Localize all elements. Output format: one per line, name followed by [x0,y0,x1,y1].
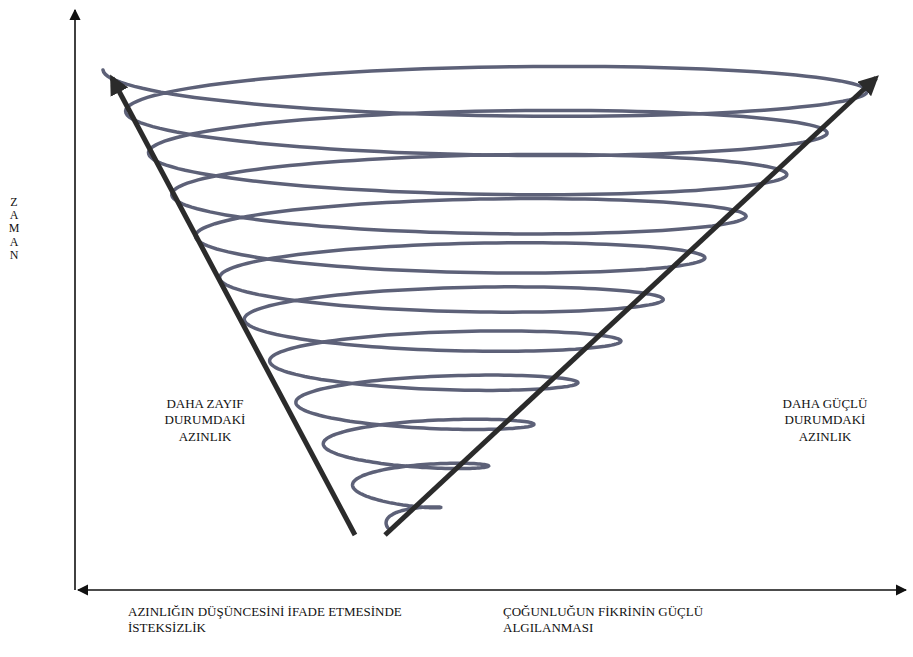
time-axis [74,10,76,590]
axis-caption: AZINLIĞIN DÜŞÜNCESİNİ İFADE ETMESİNDE İS… [128,604,403,637]
axis-title: ZAMAN [8,196,20,262]
spiral-curve [103,66,867,528]
cone-arrow [385,78,876,535]
side-label: DAHA ZAYIF DURUMDAKİ AZINLIK [140,396,270,445]
axis-caption: ÇOĞUNLUĞUN FİKRİNİN GÜÇLÜ ALGILANMASI [503,604,773,637]
cone-arrow [112,78,355,535]
horizontal-axis [78,589,906,591]
side-label: DAHA GÜÇLÜ DURUMDAKİ AZINLIK [775,396,875,445]
